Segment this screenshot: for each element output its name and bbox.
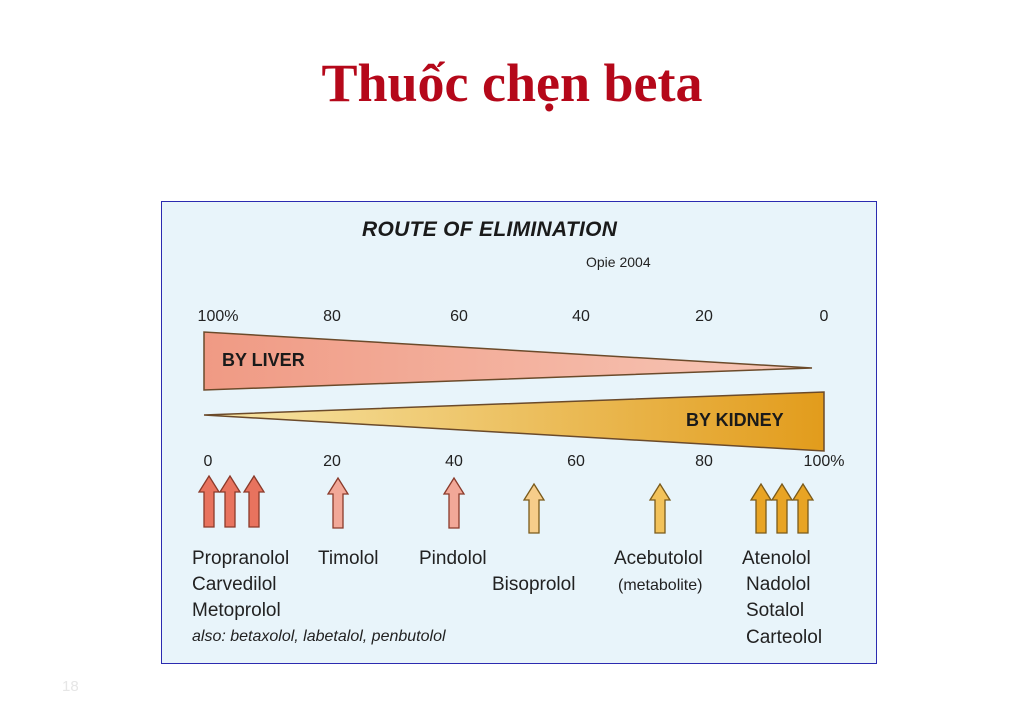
drug-metoprolol: Metoprolol xyxy=(192,600,281,621)
arrow-timolol xyxy=(326,476,350,529)
drug-acebutolol: Acebutolol xyxy=(614,548,703,569)
liver-scale-tick: 60 xyxy=(450,308,468,325)
liver-scale-tick: 0 xyxy=(819,308,829,325)
arrow-pindolol xyxy=(442,476,466,529)
kidney-scale-tick: 20 xyxy=(323,453,341,470)
arrow-bisoprolol xyxy=(522,482,546,534)
liver-scale-tick: 80 xyxy=(323,308,341,325)
drug-pindolol: Pindolol xyxy=(419,548,487,569)
kidney-label: BY KIDNEY xyxy=(686,410,784,430)
drug-carvedilol: Carvedilol xyxy=(192,574,277,595)
figure-title: ROUTE OF ELIMINATION xyxy=(362,218,618,241)
drug-timolol: Timolol xyxy=(318,548,379,569)
liver-scale-tick: 100% xyxy=(197,308,239,325)
kidney-scale-tick: 60 xyxy=(567,453,585,470)
kidney-scale-tick: 80 xyxy=(695,453,713,470)
drug-acebutolol-note: (metabolite) xyxy=(618,577,703,594)
liver-scale-tick: 40 xyxy=(572,308,590,325)
elimination-bands xyxy=(197,331,825,534)
drug-sotalol: Sotalol xyxy=(746,600,805,621)
slide-title: Thuốc chẹn beta xyxy=(321,53,703,113)
arrow-propranolol-group xyxy=(197,474,266,528)
kidney-wedge xyxy=(203,391,825,452)
figure-source: Opie 2004 xyxy=(586,254,651,270)
drug-carteolol: Carteolol xyxy=(746,627,823,648)
drug-atenolol: Atenolol xyxy=(742,548,811,569)
arrow-acebutolol xyxy=(648,482,672,534)
kidney-scale-tick: 40 xyxy=(445,453,463,470)
kidney-scale-tick: 0 xyxy=(203,453,213,470)
liver-label: BY LIVER xyxy=(222,350,305,370)
elimination-figure: ROUTE OF ELIMINATION Opie 2004 100% 80 6… xyxy=(161,201,877,664)
drug-propranolol: Propranolol xyxy=(192,548,290,569)
drug-bisoprolol: Bisoprolol xyxy=(492,574,576,595)
kidney-scale-tick: 100% xyxy=(803,453,845,470)
also-note: also: betaxolol, labetalol, penbutolol xyxy=(192,628,446,645)
liver-wedge xyxy=(203,331,813,391)
arrow-kidney-group xyxy=(749,482,815,534)
liver-scale-tick: 20 xyxy=(695,308,713,325)
page-number: 18 xyxy=(62,678,79,695)
drug-nadolol: Nadolol xyxy=(746,574,811,595)
